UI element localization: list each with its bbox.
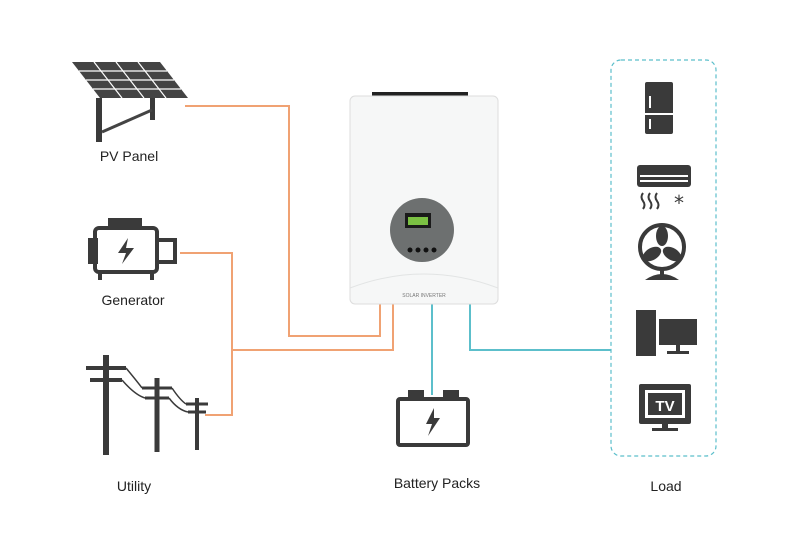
svg-text:*: * xyxy=(674,191,684,215)
output-wires xyxy=(431,304,611,395)
generator-wire xyxy=(180,252,233,416)
air-conditioner-icon: * xyxy=(637,165,691,215)
load-label: Load xyxy=(650,478,682,494)
utility-poles-icon xyxy=(86,355,208,455)
tv-icon: TV xyxy=(639,384,691,431)
tv-text: TV xyxy=(655,398,674,415)
inverter-brand-text: SOLAR INVERTER xyxy=(402,293,446,299)
solar-inverter: SOLAR INVERTER xyxy=(349,92,499,305)
utility-label: Utility xyxy=(116,478,152,494)
load-group-box xyxy=(610,59,717,457)
utility-bus-wire xyxy=(232,304,394,351)
battery-icon xyxy=(396,390,470,447)
load-icons: * TV xyxy=(636,82,697,431)
generator-icon xyxy=(88,218,177,280)
computer-icon xyxy=(636,310,697,356)
pv-wire xyxy=(185,105,381,337)
fan-icon xyxy=(638,223,686,280)
generator-label: Generator xyxy=(101,292,165,308)
battery-packs-label: Battery Packs xyxy=(393,475,481,491)
ac-input-wires xyxy=(180,105,394,416)
pv-panel-label: PV Panel xyxy=(99,148,159,164)
load-wire xyxy=(469,304,611,351)
refrigerator-icon xyxy=(645,82,673,134)
pv-panel-icon xyxy=(72,61,188,142)
